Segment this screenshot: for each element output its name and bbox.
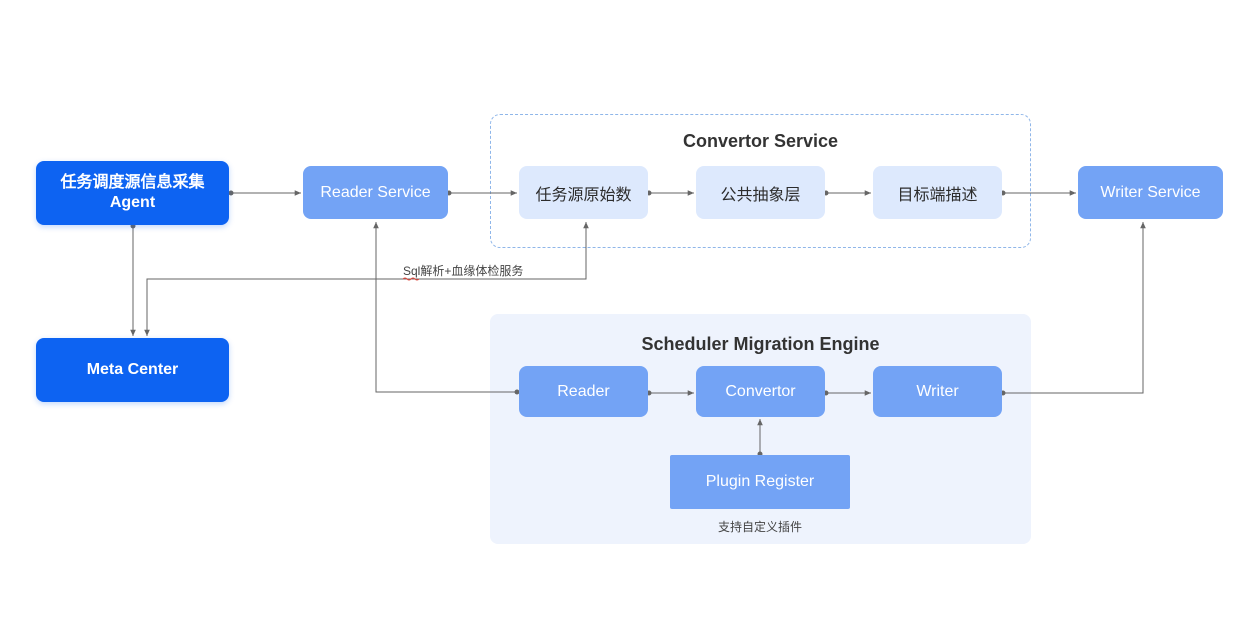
agent-node: 任务调度源信息采集 Agent (36, 161, 229, 225)
edge-sql-lineage (144, 222, 589, 336)
meta-center-node: Meta Center (36, 338, 229, 402)
source-raw-node: 任务源原始数 (519, 166, 648, 219)
reader-node: Reader (519, 366, 648, 417)
sql-lineage-label: Sql解析+血缘体检服务 (403, 264, 524, 278)
scheduler-migration-engine-title: Scheduler Migration Engine (641, 334, 880, 354)
abstract-layer-node: 公共抽象层 (696, 166, 825, 219)
convertor-service-group (490, 114, 1031, 248)
agent-node-line1: 任务调度源信息采集 (60, 174, 205, 191)
reader-service-node: Reader Service (303, 166, 448, 219)
agent-node-line2: Agent (109, 194, 156, 211)
convertor-service-title: Convertor Service (682, 131, 839, 151)
target-desc-node: 目标端描述 (873, 166, 1002, 219)
convertor-node: Convertor (696, 366, 825, 417)
edge-reader-reader-service (373, 222, 517, 393)
writer-node: Writer (873, 366, 1002, 417)
plugin-note: 支持自定义插件 (717, 520, 802, 534)
edge-writer-writer-service (1003, 222, 1146, 394)
plugin-register-node: Plugin Register (670, 455, 850, 509)
writer-service-node: Writer Service (1078, 166, 1223, 219)
